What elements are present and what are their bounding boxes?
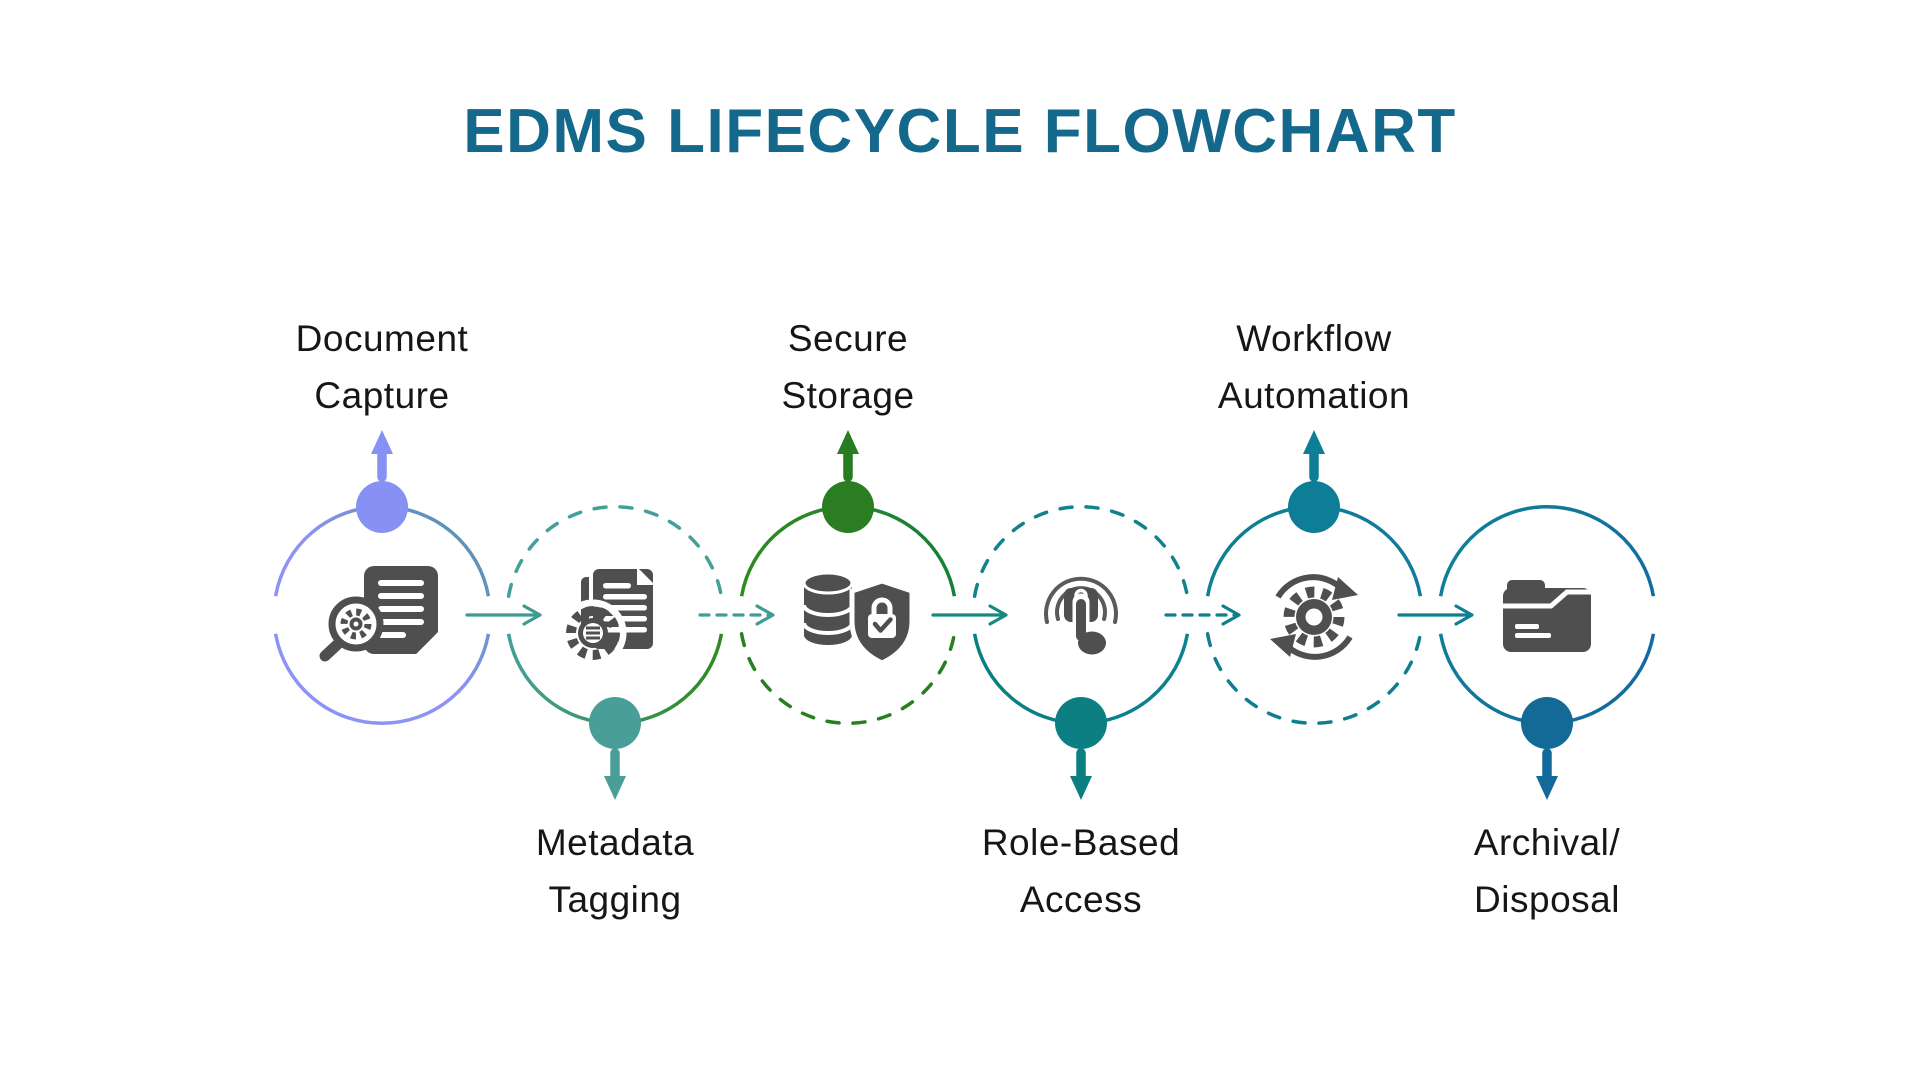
database-shield-icon [802, 571, 915, 666]
node-label-secure-storage: Secure Storage [688, 310, 1008, 424]
node-label-role-based-access: Role-Based Access [921, 814, 1241, 928]
node-dot-archival-disposal [1521, 697, 1573, 749]
connector-arrow-1 [465, 604, 542, 626]
connector-arrow-5 [1397, 604, 1474, 626]
node-dot-metadata-tagging [589, 697, 641, 749]
node-label-line: Secure [787, 318, 909, 359]
arrow-up-icon-secure-storage [837, 430, 859, 482]
arrow-down-icon-role-based-access [1070, 748, 1092, 800]
page-title: EDMS LIFECYCLE FLOWCHART [463, 97, 1457, 166]
node-dot-document-capture [356, 481, 408, 533]
node-label-line: Automation [1217, 375, 1411, 416]
node-label-line: Tagging [548, 879, 682, 920]
folder-archive-icon [1503, 580, 1591, 652]
node-label-line: Archival/ [1473, 822, 1621, 863]
node-label-line: Disposal [1474, 879, 1620, 920]
connector-arrow-3 [931, 604, 1008, 626]
connector-arrow-4 [1164, 604, 1241, 626]
arrow-down-icon-archival-disposal [1536, 748, 1558, 800]
node-label-line: Document [295, 318, 469, 359]
arrow-up-icon-document-capture [371, 430, 393, 482]
node-label-line: Metadata [535, 822, 695, 863]
touch-lock-icon [1044, 576, 1118, 656]
node-dot-secure-storage [822, 481, 874, 533]
node-label-workflow-automation: Workflow Automation [1154, 310, 1474, 424]
node-label-line: Capture [314, 375, 450, 416]
node-dot-workflow-automation [1288, 481, 1340, 533]
arrow-down-icon-metadata-tagging [604, 748, 626, 800]
document-search-icon [319, 566, 438, 662]
node-dot-role-based-access [1055, 697, 1107, 749]
connector-arrow-2 [698, 604, 775, 626]
node-label-line: Storage [781, 375, 915, 416]
node-label-line: Access [1019, 879, 1143, 920]
node-label-metadata-tagging: Metadata Tagging [455, 814, 775, 928]
document-gear-icon [559, 565, 657, 667]
node-label-document-capture: Document Capture [222, 310, 542, 424]
node-label-line: Workflow [1236, 318, 1392, 359]
gear-sync-icon [1270, 574, 1358, 660]
node-label-line: Role-Based [981, 822, 1181, 863]
node-label-archival-disposal: Archival/ Disposal [1387, 814, 1707, 928]
arrow-up-icon-workflow-automation [1303, 430, 1325, 482]
